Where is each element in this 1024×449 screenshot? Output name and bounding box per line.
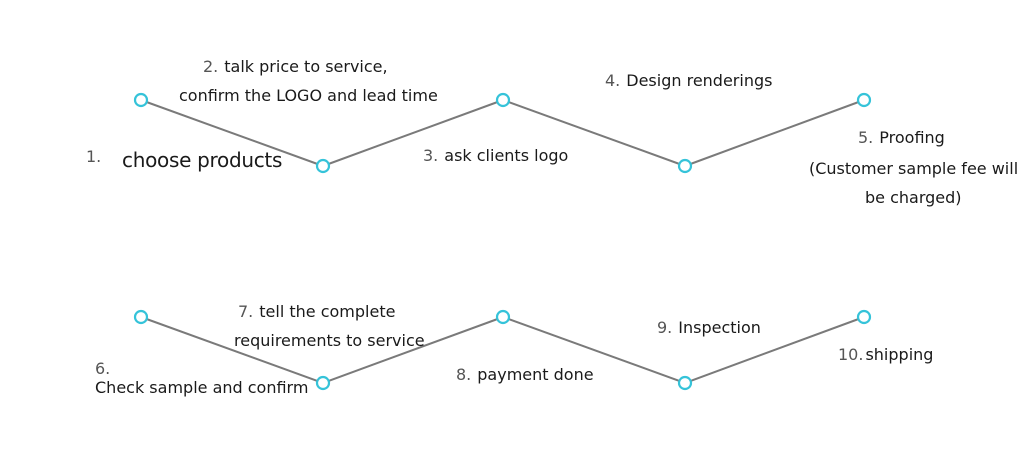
step-5-label: 5.Proofing <box>858 128 945 147</box>
step-2-label: 2.talk price to service, <box>203 57 388 76</box>
step-7-label: 7.tell the complete <box>238 302 396 321</box>
node-3 <box>495 92 511 108</box>
step-7-number: 7. <box>238 302 254 321</box>
step-8-number: 8. <box>456 365 472 384</box>
step-3-label: 3.ask clients logo <box>423 146 569 165</box>
node-1 <box>133 92 149 108</box>
edge-8-9 <box>502 316 686 384</box>
step-7-label-line2: requirements to service <box>234 331 425 350</box>
node-9 <box>677 375 693 391</box>
step-2-label-line2: confirm the LOGO and lead time <box>179 86 438 105</box>
step-5-number: 5. <box>858 128 874 147</box>
step-4-label: 4.Design renderings <box>605 71 773 90</box>
step-8-label: 8.payment done <box>456 365 594 384</box>
step-2-number: 2. <box>203 57 219 76</box>
edge-7-8 <box>322 316 504 384</box>
step-9-label: 9.Inspection <box>657 318 761 337</box>
step-5-label-line3: be charged) <box>865 188 962 207</box>
edge-6-7 <box>140 316 324 384</box>
edge-3-4 <box>502 99 686 167</box>
step-5-label-line2: (Customer sample fee will <box>809 159 1019 178</box>
node-5 <box>856 92 872 108</box>
step-9-number: 9. <box>657 318 673 337</box>
step-10-label: 10.shipping <box>838 345 934 364</box>
edge-4-5 <box>684 99 865 167</box>
step-4-number: 4. <box>605 71 621 90</box>
node-7 <box>315 375 331 391</box>
node-6 <box>133 309 149 325</box>
edge-9-10 <box>684 316 865 384</box>
node-4 <box>677 158 693 174</box>
node-8 <box>495 309 511 325</box>
edge-2-3 <box>322 99 504 167</box>
step-10-number: 10. <box>838 345 864 364</box>
step-6-label: Check sample and confirm <box>95 378 309 397</box>
step-1-number: 1. <box>86 147 102 166</box>
edge-1-2 <box>140 99 324 167</box>
step-6-number: 6. <box>95 359 111 378</box>
step-3-number: 3. <box>423 146 439 165</box>
node-10 <box>856 309 872 325</box>
step-1-label: choose products <box>122 148 283 172</box>
node-2 <box>315 158 331 174</box>
